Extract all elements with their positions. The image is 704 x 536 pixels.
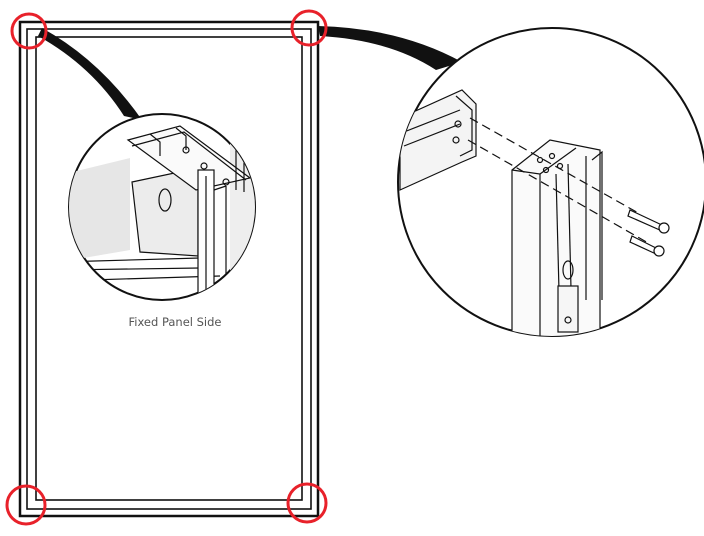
highlight-bottom-left [5, 484, 47, 526]
highlight-bottom-right [286, 482, 328, 524]
corner-highlights [5, 9, 328, 526]
door-frame [18, 20, 320, 518]
leader-right [318, 26, 462, 70]
leader-left [38, 28, 142, 120]
fixed-panel-side-caption: Fixed Panel Side [128, 315, 221, 329]
detail-exploded-view [397, 27, 704, 337]
highlight-top-right [290, 9, 328, 47]
detail-fixed-panel: Fixed Panel Side [68, 113, 256, 329]
highlight-top-left [10, 12, 48, 50]
